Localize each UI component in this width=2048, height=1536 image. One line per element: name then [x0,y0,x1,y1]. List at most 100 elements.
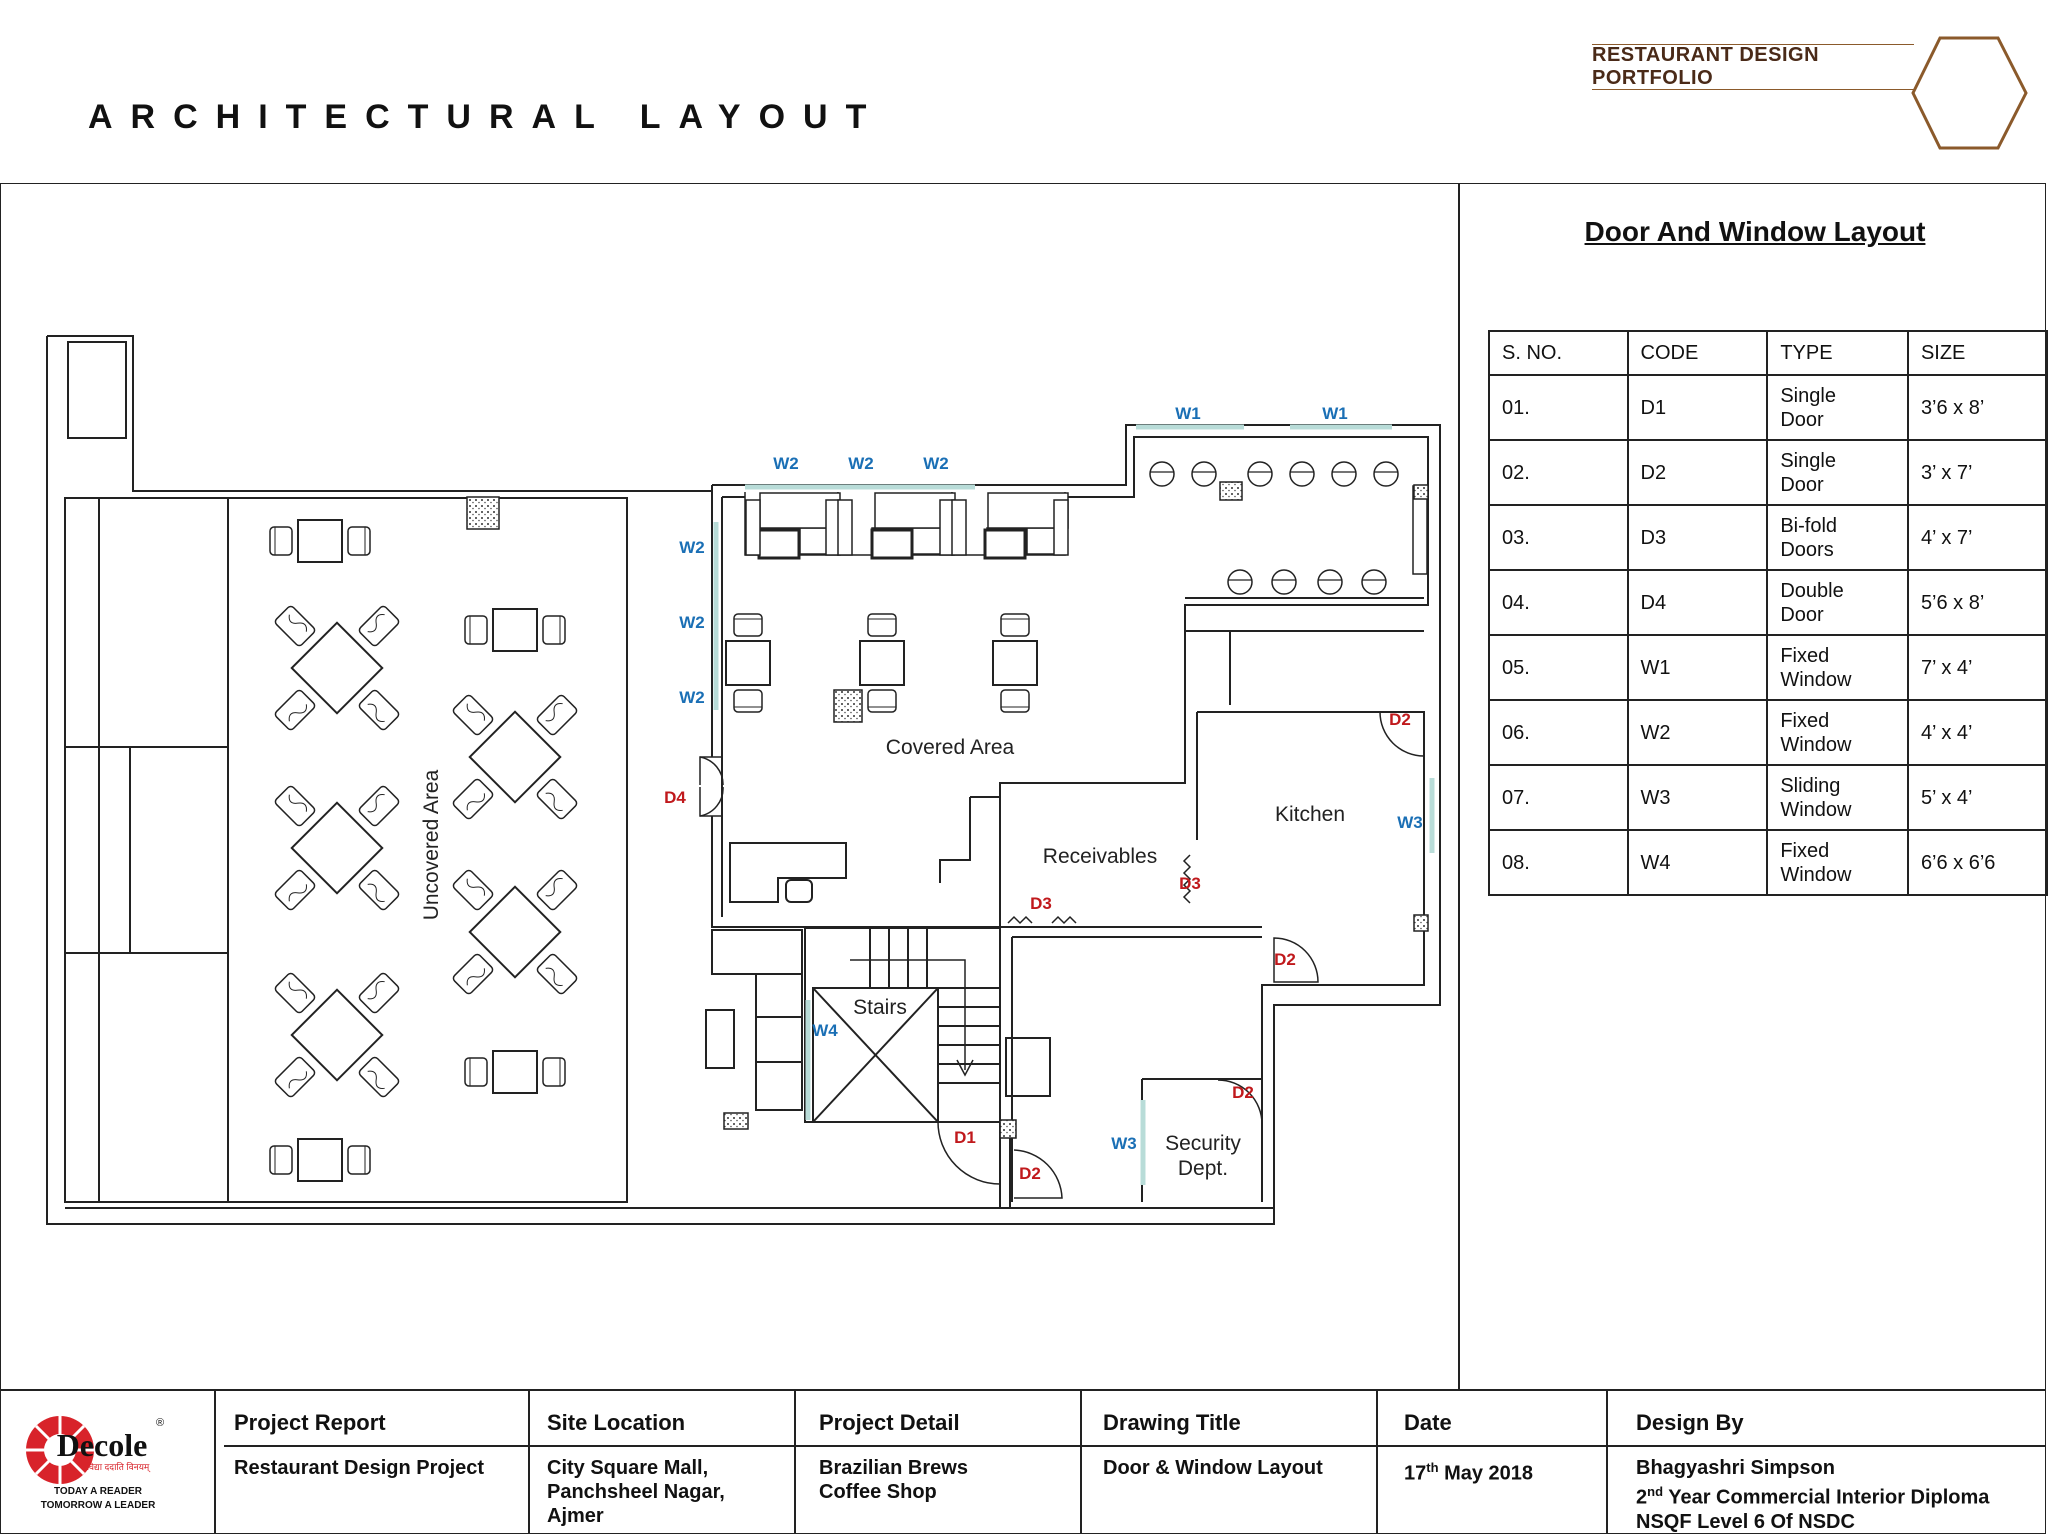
date-suffix: th [1426,1460,1439,1475]
title-block-sep [528,1390,530,1534]
schedule-header-sno: S. NO. [1488,330,1629,376]
tag-d3-b: D3 [1179,874,1201,893]
schedule-cell-code: D3 [1626,504,1769,571]
tag-w2-a: W2 [773,454,799,473]
schedule-type-line-1: Double [1780,579,1844,602]
schedule-cell-size: 5’6 x 8’ [1906,569,2048,636]
schedule-cell-sno: 08. [1488,829,1629,896]
hexagon-icon [1911,36,2028,150]
schedule-type-line-2: Door [1780,473,1824,496]
floor-plan: Covered Area Kitchen Receivables Stairs … [46,335,1441,1225]
schedule-header-size: SIZE [1906,330,2048,376]
tag-d2-receivables: D2 [1274,950,1296,969]
schedule-header-code: CODE [1626,330,1769,376]
drawing-title-heading: Drawing Title [1103,1410,1241,1435]
tag-w2-b: W2 [848,454,874,473]
schedule-cell-sno: 03. [1488,504,1629,571]
schedule-cell-code: D4 [1626,569,1769,636]
site-location-heading: Site Location [547,1410,686,1435]
drawing-title-value: Door & Window Layout [1103,1457,1323,1479]
room-label-security-2: Dept. [1178,1157,1228,1180]
tag-w2-c: W2 [923,454,949,473]
schedule-type-line-2: Doors [1780,538,1834,561]
designer-name: Bhagyashri Simpson [1636,1457,1835,1479]
schedule-cell-code: W2 [1626,699,1769,766]
schedule-cell-size: 4’ x 7’ [1906,504,2048,571]
logo-tagline-2: TOMORROW A LEADER [41,1500,156,1511]
schedule-cell-code: D1 [1626,374,1769,441]
schedule-cell-sno: 01. [1488,374,1629,441]
design-by-value: Bhagyashri Simpson 2nd Year Commercial I… [1636,1456,1989,1534]
page-title: ARCHITECTURAL LAYOUT [88,98,885,136]
logo-tagline-1: TODAY A READER [54,1486,143,1497]
title-block-sep [794,1390,796,1534]
schedule-cell-size: 7’ x 4’ [1906,634,2048,701]
schedule-header-row: S. NO. CODE TYPE SIZE [1488,330,2048,376]
schedule-type-line-1: Fixed [1780,839,1830,862]
room-label-receivables: Receivables [1043,845,1157,868]
title-block-sep [214,1390,216,1534]
tag-d4: D4 [664,788,686,807]
project-detail-line-1: Brazilian Brews [819,1457,968,1479]
project-detail-value: Brazilian Brews Coffee Shop [819,1456,968,1504]
date-value: 17th May 2018 [1404,1456,1533,1486]
svg-text:®: ® [156,1417,164,1429]
site-location-line-2: Panchsheel Nagar, [547,1481,725,1503]
schedule-cell-size: 5’ x 4’ [1906,764,2048,831]
tag-d3-a: D3 [1030,894,1052,913]
schedule-type-line-2: Window [1780,668,1852,691]
schedule-type-line-2: Window [1780,733,1852,756]
title-block-rule [224,1445,2046,1447]
tag-w3-a: W3 [1397,813,1423,832]
design-by-heading: Design By [1636,1410,1744,1435]
schedule-cell-sno: 04. [1488,569,1629,636]
schedule-type-line-2: Door [1780,408,1824,431]
schedule-cell-code: W4 [1626,829,1769,896]
portfolio-label: RESTAURANT DESIGN PORTFOLIO [1592,44,1914,90]
site-location-value: City Square Mall, Panchsheel Nagar, Ajme… [547,1456,725,1528]
schedule-cell-sno: 07. [1488,764,1629,831]
schedule-type-line-2: Window [1780,863,1852,886]
frame-divider-vertical [1458,183,1460,1389]
tag-w2-f: W2 [679,688,705,707]
schedule-cell-code: D2 [1626,439,1769,506]
schedule-title: Door And Window Layout [1584,216,1926,247]
schedule-header-type: TYPE [1766,330,1909,376]
tag-d2-kitchen: D2 [1389,710,1411,729]
logo-name: Decole [57,1427,148,1463]
frame-divider-horizontal [0,1389,2046,1391]
tag-w1-b: W1 [1322,404,1348,423]
tag-d2-security: D2 [1232,1083,1254,1102]
designer-level: NSQF Level 6 Of NSDC [1636,1510,1855,1533]
tag-w3-b: W3 [1111,1134,1137,1153]
decole-logo: Decole ® विद्या ददाति विनयम् TODAY A REA… [22,1408,172,1518]
designer-course-year: 2 [1636,1486,1648,1509]
project-detail-heading: Project Detail [819,1410,960,1435]
room-label-uncovered: Uncovered Area [420,769,443,920]
schedule-cell-sno: 06. [1488,699,1629,766]
schedule-type-line-2: Door [1780,603,1824,626]
schedule-cell-sno: 02. [1488,439,1629,506]
tag-d1: D1 [954,1128,976,1147]
schedule-cell-size: 6’6 x 6’6 [1906,829,2048,896]
project-detail-line-2: Coffee Shop [819,1481,937,1503]
logo-mark-icon: Decole ® विद्या ददाति विनयम् TODAY A REA… [26,1416,164,1511]
tag-w2-d: W2 [679,538,705,557]
schedule-cell-size: 3’ x 7’ [1906,439,2048,506]
room-label-kitchen: Kitchen [1275,803,1345,826]
date-heading: Date [1404,1410,1452,1435]
title-block-sep [1376,1390,1378,1534]
designer-course-suffix: nd [1647,1484,1664,1499]
schedule-cell-size: 3’6 x 8’ [1906,374,2048,441]
